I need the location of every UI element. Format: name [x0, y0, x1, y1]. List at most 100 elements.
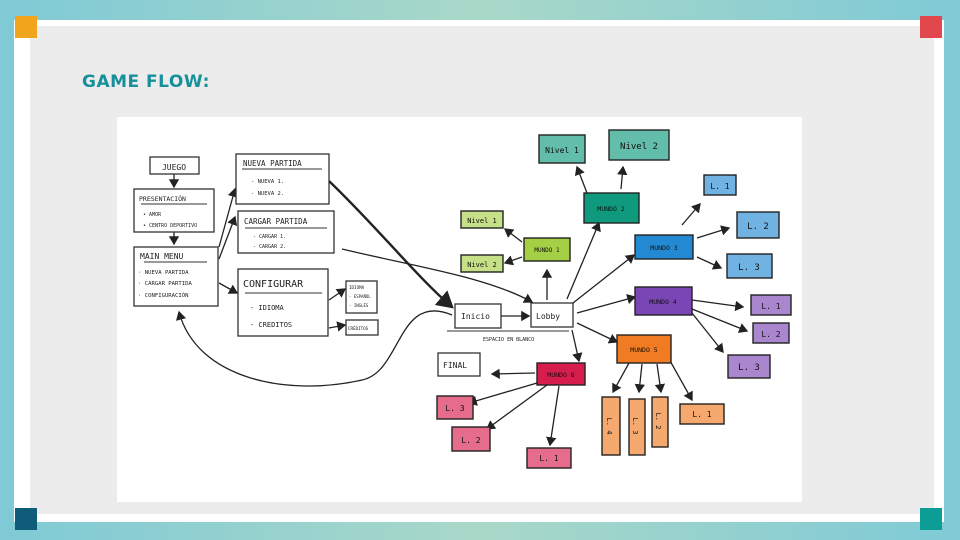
mundo-4-label: MUNDO 4 [649, 298, 676, 306]
box-main-menu [133, 246, 219, 307]
arrow-mundo3-l3 [696, 256, 723, 270]
arrow-mundo2-nivel2 [617, 165, 628, 190]
arrow-menu-configurar [218, 282, 239, 294]
node-mundo1-nivel1 [460, 210, 504, 229]
node-mundo5-l4 [601, 396, 621, 456]
cargar-partida-item-1: - CARGAR 1. [253, 234, 286, 240]
mundo3-l1-label: L. 1 [710, 182, 729, 191]
box-final [437, 352, 481, 377]
corner-bottom-right [920, 508, 942, 530]
mundo5-l2-label: L. 2 [654, 413, 662, 430]
arrow-mundo3-l2 [696, 225, 731, 239]
box-idioma-note [345, 280, 378, 314]
box-creditos-note [345, 319, 379, 336]
node-mundo-3 [634, 234, 694, 260]
main-menu-item-2: · CARGAR PARTIDA [138, 281, 193, 287]
game-flow-diagram: JUEGO PRESENTACIÓN • AMOR • CENTRO DEPOR… [133, 129, 792, 469]
node-mundo-5 [616, 334, 672, 364]
slide-title: GAME FLOW: [82, 72, 210, 92]
arrow-mundo1-nivel1 [503, 228, 523, 243]
mundo1-nivel2-label: Nivel 2 [467, 261, 497, 269]
arrow-mundo5-l1 [668, 358, 693, 402]
espacio-label: ESPACIO EN BLANCO [483, 337, 534, 343]
box-presentacion [133, 188, 215, 233]
presentacion-title: PRESENTACIÓN [139, 194, 186, 203]
arrow-cargar-lobby [341, 248, 534, 303]
node-mundo4-l2 [752, 322, 790, 344]
arrow-mundo2-nivel1 [574, 165, 588, 194]
inicio-label: Inicio [461, 312, 490, 321]
main-menu-item-3: · CONFIGURACIÓN [138, 292, 189, 299]
box-cargar-partida [237, 210, 335, 254]
lobby-label: Lobby [536, 312, 560, 321]
arrow-menu-nueva [218, 187, 238, 248]
final-label: FINAL [443, 361, 467, 370]
node-mundo-4 [634, 286, 693, 316]
node-mundo6-l3 [436, 395, 474, 420]
mundo5-l4-label: L. 4 [605, 418, 613, 435]
node-mundo5-l2 [651, 396, 669, 448]
mundo6-l3-label: L. 3 [445, 404, 464, 413]
node-mundo2-nivel2 [608, 129, 670, 161]
presentacion-item-2: • CENTRO DEPORTIVO [143, 223, 197, 229]
main-menu-title: MAIN MENU [140, 252, 184, 261]
nueva-partida-title: NUEVA PARTIDA [243, 159, 302, 168]
arrow-lobby-mundo2 [566, 221, 601, 300]
arrow-mundo6-final [490, 368, 536, 380]
node-mundo4-l1 [750, 294, 792, 316]
mundo5-l3-label: L. 3 [631, 418, 639, 435]
box-configurar [237, 268, 329, 337]
mundo1-nivel1-label: Nivel 1 [467, 217, 497, 225]
node-mundo3-l2 [736, 211, 780, 239]
corner-bottom-left [15, 508, 37, 530]
idioma-note-line-3: - INGLÉS [349, 303, 369, 308]
nueva-partida-item-2: - NUEVA 2. [251, 191, 284, 197]
arrow-lobby-mundo6 [571, 329, 583, 363]
arrow-mundo6-l2 [485, 384, 548, 430]
corner-top-left [15, 16, 37, 38]
cargar-partida-title: CARGAR PARTIDA [244, 217, 308, 226]
node-mundo2-nivel1 [538, 134, 586, 164]
configurar-title: CONFIGURAR [243, 279, 304, 290]
arrow-lobby-mundo5 [576, 322, 619, 344]
arrow-mundo6-l3 [467, 382, 538, 406]
arrow-mundo4-l2 [691, 308, 749, 333]
node-mundo6-l2 [451, 426, 491, 452]
mundo-3-label: MUNDO 3 [650, 244, 677, 252]
box-juego [149, 156, 200, 175]
creditos-note: CRÉDITOS [348, 326, 369, 331]
mundo-2-label: MUNDO 2 [597, 205, 624, 213]
nueva-partida-item-1: - NUEVA 1. [251, 179, 284, 185]
presentacion-item-1: • AMOR [143, 212, 162, 218]
arrow-configurar-idioma [328, 288, 347, 301]
mundo6-l1-label: L. 1 [539, 454, 558, 463]
node-mundo4-l3 [727, 354, 771, 379]
arrow-mundo4-l3 [691, 312, 724, 354]
mundo-6-label: MUNDO 6 [547, 371, 574, 379]
arrow-lobby-mundo3 [572, 254, 636, 304]
arrow-mundo5-l3 [634, 363, 646, 394]
arrow-lobby-mundo4 [576, 294, 637, 314]
box-lobby [530, 302, 574, 328]
mundo3-l3-label: L. 3 [738, 263, 760, 273]
box-nueva-partida [235, 153, 330, 205]
arrow-mundo6-l1 [546, 385, 560, 447]
arrow-menu-cargar [218, 215, 238, 260]
mundo-5-label: MUNDO 5 [630, 346, 657, 354]
arrow-mundo5-l4 [612, 362, 630, 394]
node-mundo-6 [536, 362, 586, 386]
cargar-partida-item-2: - CARGAR 2. [253, 244, 286, 250]
corner-top-right [920, 16, 942, 38]
mundo4-l3-label: L. 3 [738, 363, 760, 373]
node-mundo5-l1 [679, 403, 725, 425]
node-mundo5-l3 [628, 398, 646, 456]
node-mundo3-l3 [726, 253, 773, 279]
mundo4-l2-label: L. 2 [761, 330, 780, 339]
arrow-nueva-inicio [328, 180, 454, 309]
arrow-configurar-creditos [328, 321, 347, 332]
arrow-mundo1-nivel2 [503, 255, 523, 266]
main-menu-item-1: · NUEVA PARTIDA [138, 270, 189, 276]
diagram-canvas: JUEGO PRESENTACIÓN • AMOR • CENTRO DEPOR… [117, 117, 802, 502]
mundo6-l2-label: L. 2 [461, 436, 480, 445]
mundo2-nivel1-label: Nivel 1 [545, 146, 579, 155]
